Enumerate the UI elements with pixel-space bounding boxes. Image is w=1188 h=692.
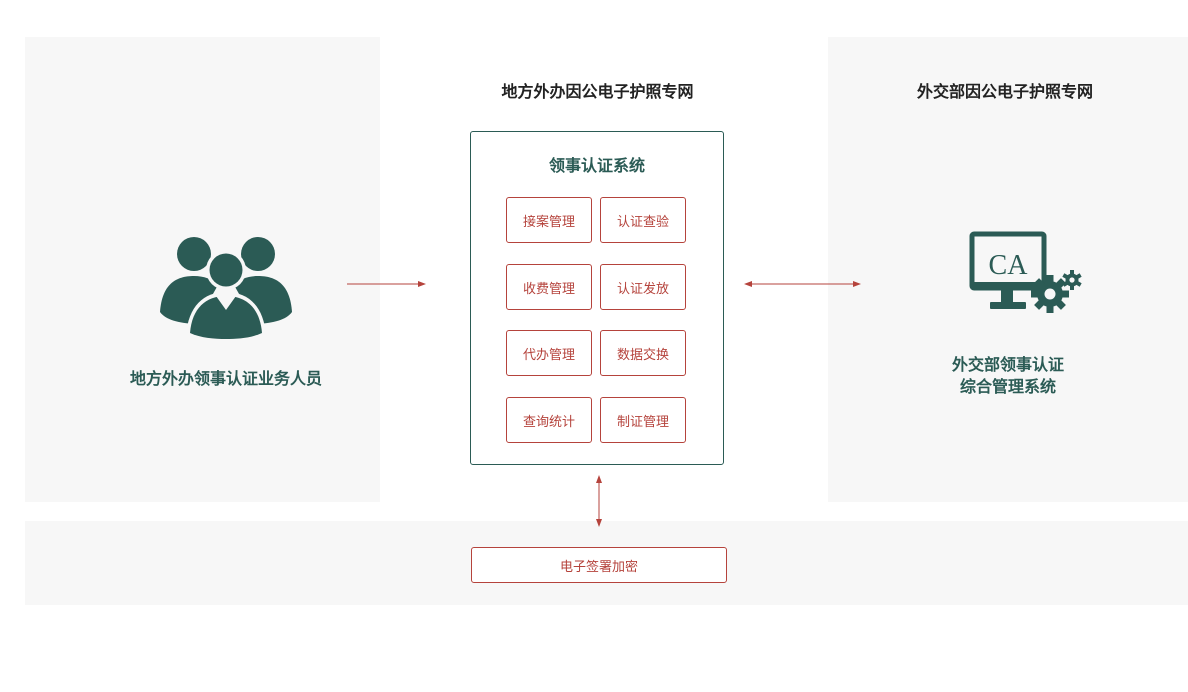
module-issuance[interactable]: 认证发放 <box>600 264 686 310</box>
arrow-head-to-system-up <box>596 475 602 483</box>
module-fee-management[interactable]: 收费管理 <box>506 264 592 310</box>
arrow-head-to-system <box>744 281 752 287</box>
consular-system-box: 领事认证系统 接案管理 认证查验 收费管理 认证发放 代办管理 数据交换 查询统… <box>470 131 724 465</box>
module-data-exchange[interactable]: 数据交换 <box>600 330 686 376</box>
module-case-intake[interactable]: 接案管理 <box>506 197 592 243</box>
mfa-system-label-line2: 综合管理系统 <box>959 377 1056 396</box>
module-query-statistics[interactable]: 查询统计 <box>506 397 592 443</box>
module-agency-management[interactable]: 代办管理 <box>506 330 592 376</box>
mfa-system-label-line1: 外交部领事认证 <box>951 355 1064 374</box>
users-group-icon <box>160 237 292 342</box>
system-title: 领事认证系统 <box>548 156 645 175</box>
left-panel <box>25 37 380 502</box>
mfa-system-label: 外交部领事认证 综合管理系统 <box>890 354 1126 398</box>
local-network-heading: 地方外办因公电子护照专网 <box>501 82 694 101</box>
module-certificate-production[interactable]: 制证管理 <box>600 397 686 443</box>
right-panel <box>828 37 1188 502</box>
module-verification[interactable]: 认证查验 <box>600 197 686 243</box>
ca-text: CA <box>989 250 1029 281</box>
arrow-head-users-to-system <box>418 281 426 287</box>
ca-computer-gear-icon: CA <box>969 231 1082 313</box>
local-staff-label: 地方外办领事认证业务人员 <box>129 369 322 388</box>
mfa-network-heading: 外交部因公电子护照专网 <box>916 82 1093 101</box>
e-signature-encryption-box[interactable]: 电子签署加密 <box>471 547 727 583</box>
